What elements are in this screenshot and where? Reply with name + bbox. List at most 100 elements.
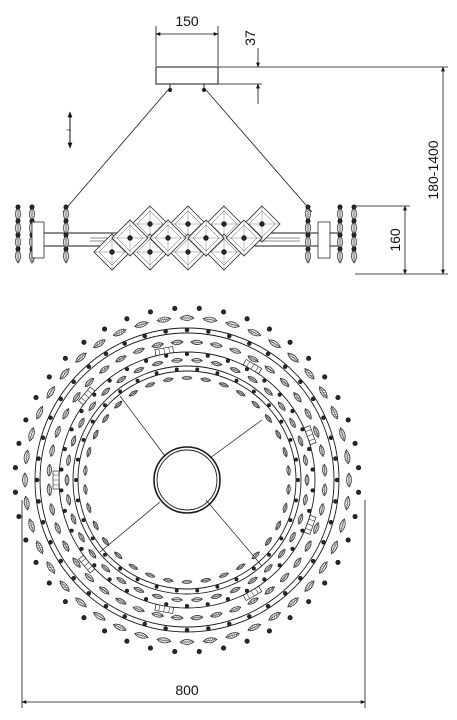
crystal-bead [221,249,227,255]
crystal-bead [279,419,284,424]
ring-crystal [318,444,325,458]
inner-ring-inner-edge [77,370,297,590]
crystal-bead [79,409,84,414]
ring-crystal [128,563,139,570]
crystal-bead [322,374,328,380]
ring-crystal [75,597,87,608]
crystal-bead [147,645,153,651]
ring-crystal [268,611,281,622]
crystal-bead [334,477,340,483]
ring-crystal [229,367,241,373]
crystal-bead [266,628,272,634]
crystal-bead [335,395,341,401]
ring-crystal [293,557,302,568]
crystal-bead [103,603,109,609]
top-canopy-outer [153,446,221,514]
crystal-bead [184,327,190,333]
crystal-bead [267,403,271,408]
diamond-crystal [187,219,225,257]
ring-crystal [225,321,240,328]
crystal-bead [296,478,300,482]
crystal-bead [321,415,326,420]
ring-crystal [99,364,110,375]
ring-crystal [292,392,303,403]
middle-ring [58,351,316,609]
crystal-bead [124,367,130,372]
suspension-cable-left [62,89,169,213]
crystal-bead [305,204,311,210]
crystal-bead [328,435,334,440]
crystal-bead [215,371,220,376]
crystal-bead [15,204,21,210]
crystal-bead [81,615,87,621]
crystal-bead [86,591,92,596]
crystal-bead [184,351,190,357]
crystal-bead [33,559,39,565]
crystal-bead [307,508,312,513]
outer-ring-inner-edge [39,332,335,628]
crystal-bead [71,575,76,581]
crystal-bead [81,437,86,442]
ring-crystal [101,564,111,573]
end-connector [317,221,331,259]
ring-connector [303,425,317,446]
crystal-bead [75,498,80,503]
crystal-bead [277,392,282,397]
ring-crystal [49,444,55,458]
crystal-bead [244,316,250,322]
crystal-bead [290,409,295,414]
crystal-bead [300,427,305,432]
ring-crystal [113,551,123,560]
crystal-bead [63,204,69,210]
side-crystal-clusters [15,204,357,264]
ring-crystal [28,427,35,442]
ring-crystal [46,483,52,497]
crystal-bead [215,584,220,589]
ring-crystal [115,597,127,605]
crystal-bead [351,232,357,238]
crystal-bead [15,218,21,224]
crystal-bead [335,559,341,565]
crystal-bead [196,649,202,655]
ring-crystal [71,557,82,568]
crystal-bead [107,577,112,582]
side-cluster [337,204,343,264]
crystal-bead [265,603,271,609]
ring-crystal [22,472,28,488]
crystal-bead [321,540,326,545]
ring-crystal [66,454,72,467]
ring-crystal [112,328,127,337]
ring-crystal [115,354,127,364]
ring-crystal [134,320,149,329]
crystal-bead [103,552,107,557]
crystal-bead [164,602,169,607]
crystal-bead [333,456,338,461]
side-view: ~ [15,66,357,271]
crystal-bead [251,566,256,571]
crystal-bead [203,235,209,241]
ring-crystal [144,381,156,389]
ring-crystal [322,463,328,477]
side-cluster [15,204,21,264]
crystal-bead [310,558,316,564]
ring-crystal [179,639,195,645]
crystal-bead [305,246,311,252]
ring-crystal [264,585,275,596]
ring-crystal [59,368,70,380]
crystal-bead [118,566,123,571]
ring-crystal [170,615,184,621]
crystal-bead [147,249,153,255]
crystal-bead [163,626,168,631]
crystal-bead [48,540,53,545]
ring-crystal [318,386,329,399]
ring-crystal [286,465,291,477]
ring-crystal [70,435,77,447]
ring-crystal [27,518,36,533]
crystal-bead [122,614,127,619]
ring-crystal [302,493,308,506]
ring-connector [242,358,263,375]
ring-crystal [162,578,174,583]
crystal-bead [185,221,191,227]
crystal-bead [81,518,86,523]
ring-crystal [92,429,99,440]
